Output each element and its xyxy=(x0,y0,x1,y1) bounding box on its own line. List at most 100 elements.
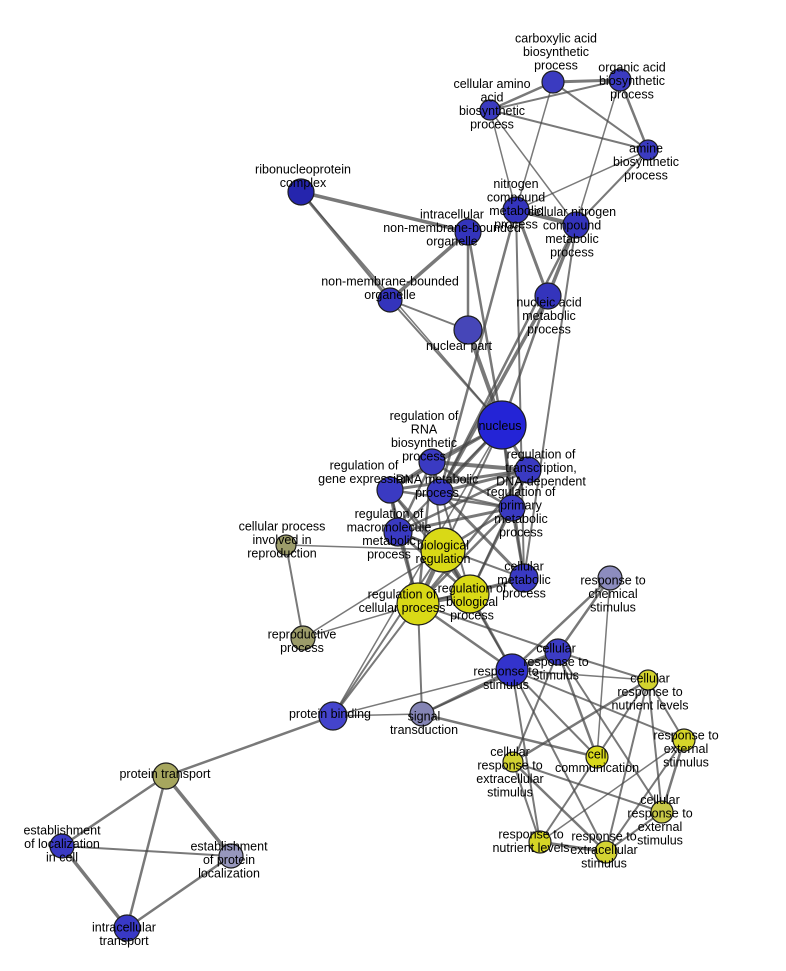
graph-node-respNutrient[interactable] xyxy=(528,830,552,854)
graph-edge-respExtracell-cellRespExtracell xyxy=(511,760,608,854)
graph-node-cellRespExt[interactable] xyxy=(650,800,674,824)
graph-edge-proteinBinding-regCellProc xyxy=(332,603,419,717)
graph-edge-proteinBinding-respStim xyxy=(332,669,513,717)
graph-edge-regCellProc-cellRespStim xyxy=(417,603,559,653)
graph-node-ribo[interactable] xyxy=(287,178,315,206)
graph-edge-signal-cellcomm xyxy=(420,712,599,759)
graph-edge-nitrogen-nucleic xyxy=(514,208,550,298)
graph-edge-aminoacid-cellnitrogen xyxy=(489,109,577,226)
graph-node-regCellProc[interactable] xyxy=(396,582,440,626)
graph-edge-cellRespNutrient-respExtracell xyxy=(605,679,649,853)
graph-node-estLocCell[interactable] xyxy=(49,833,75,859)
graph-edge-cellRespStim-cellRespExtracell xyxy=(512,651,559,763)
graph-edge-respExt-cellRespExt xyxy=(660,738,686,814)
graph-node-proteinTransport[interactable] xyxy=(152,762,180,790)
graph-edge-respStim-cellRespNutrient xyxy=(511,669,649,681)
graph-edge-proteinTransport-estLocCell xyxy=(60,774,168,848)
graph-edge-intraorg-nmborg xyxy=(388,230,470,302)
graph-edge-reproCell-bioreg xyxy=(285,544,444,551)
graph-node-respStim[interactable] xyxy=(495,653,529,687)
graph-edge-respStim-respNutrient xyxy=(511,669,541,843)
graph-edge-respChem-cellcomm xyxy=(596,577,611,758)
graph-edge-aminoacid-amine xyxy=(489,109,649,151)
graph-edge-cellRespExtracell-cellRespExt xyxy=(512,761,663,813)
graph-edge-respExt-respNutrient xyxy=(539,739,685,843)
graph-node-regGene[interactable] xyxy=(376,476,404,504)
graph-edge-organic-amine xyxy=(618,78,650,152)
graph-node-regPrimary[interactable] xyxy=(498,494,526,522)
graph-edge-carbox-nitrogen xyxy=(515,81,554,211)
graph-node-respChem[interactable] xyxy=(597,565,623,591)
edge-layer xyxy=(60,78,686,930)
graph-node-amine[interactable] xyxy=(637,139,659,161)
graph-edge-proteinBinding-nucleus xyxy=(332,424,503,717)
graph-edge-cellRespStim-respChem xyxy=(556,576,612,654)
graph-node-proteinBinding[interactable] xyxy=(318,701,348,731)
graph-edge-estLocCell-intraTransport xyxy=(60,844,129,930)
graph-edge-proteinBinding-bioreg xyxy=(332,549,444,717)
graph-edge-regTrans-regCellProc xyxy=(416,468,530,606)
graph-node-organic[interactable] xyxy=(608,68,632,92)
graph-node-nitrogen[interactable] xyxy=(502,196,530,224)
graph-node-estProtLoc[interactable] xyxy=(218,843,244,869)
graph-node-carbox[interactable] xyxy=(541,70,565,94)
graph-edge-organic-aminoacid xyxy=(489,79,621,111)
graph-edge-cellRespStim-cellcomm xyxy=(556,650,599,759)
graph-edge-respStim-respChem xyxy=(510,576,612,672)
graph-node-aminoacid[interactable] xyxy=(479,99,501,121)
graph-edge-nitrogen-rnametab xyxy=(438,208,518,494)
graph-edge-cellnitrogen-cellmetab xyxy=(523,224,577,579)
graph-edge-cellRespExtracell-respNutrient xyxy=(512,761,541,843)
graph-edge-regRNA-regTrans xyxy=(430,460,530,472)
graph-node-respExtracell[interactable] xyxy=(594,840,618,864)
graph-node-regTrans[interactable] xyxy=(514,456,542,484)
graph-node-regRNA[interactable] xyxy=(418,448,446,476)
graph-node-respExt[interactable] xyxy=(672,728,696,752)
graph-edge-reproCell-reproProc xyxy=(285,544,304,639)
graph-node-reproCell[interactable] xyxy=(275,534,297,556)
graph-edge-proteinTransport-estProtLoc xyxy=(164,774,233,858)
graph-node-intraTransport[interactable] xyxy=(113,914,141,942)
graph-node-cellnitrogen[interactable] xyxy=(562,211,590,239)
graph-edge-regPrimary-regMacro xyxy=(396,506,514,534)
graph-node-cellRespExtracell[interactable] xyxy=(502,751,524,773)
graph-edge-amine-nitrogen xyxy=(515,149,649,211)
graph-node-cellRespStim[interactable] xyxy=(544,638,572,666)
graph-edge-cellRespNutrient-respExt xyxy=(647,679,685,741)
graph-node-rnametab[interactable] xyxy=(426,478,454,506)
graph-node-nucleic[interactable] xyxy=(534,282,562,310)
graph-edge-proteinBinding-proteinTransport xyxy=(164,714,335,778)
graph-edge-organic-cellnitrogen xyxy=(575,79,621,226)
graph-node-cellmetab[interactable] xyxy=(509,563,539,593)
graph-node-intraorg[interactable] xyxy=(454,218,482,246)
graph-edge-ribo-intraorg xyxy=(299,190,470,234)
graph-node-nmborg[interactable] xyxy=(377,287,403,313)
graph-node-signal[interactable] xyxy=(409,701,435,727)
graph-node-bioreg[interactable] xyxy=(420,527,466,573)
graph-node-cellRespNutrient[interactable] xyxy=(637,669,659,691)
graph-edge-respExt-respExtracell xyxy=(605,739,685,853)
graph-edge-reproProc-bioreg xyxy=(302,549,444,639)
graph-edge-cellRespStim-cellRespExt xyxy=(557,651,663,813)
graph-node-nuclearpart[interactable] xyxy=(453,315,483,345)
graph-node-cellcomm[interactable] xyxy=(585,745,609,769)
graph-edge-respStim-cellcomm xyxy=(511,669,598,758)
graph-edge-nucleus-regMacro xyxy=(397,424,503,533)
graph-edge-carbox-amine xyxy=(552,81,649,151)
graph-edge-regTrans-regGene xyxy=(388,468,530,492)
graph-node-regMacro[interactable] xyxy=(383,517,413,547)
graph-node-regBioProc[interactable] xyxy=(450,574,490,614)
graph-edge-estLocCell-estProtLoc xyxy=(61,845,232,857)
graph-edge-regTrans-rnametab xyxy=(438,468,530,494)
graph-edge-aminoacid-nitrogen xyxy=(489,109,517,211)
graph-edge-cellRespNutrient-cellRespExt xyxy=(647,679,663,813)
graph-edge-proteinBinding-signal xyxy=(332,713,423,717)
graph-edge-estProtLoc-intraTransport xyxy=(125,854,233,930)
graph-node-nucleus[interactable] xyxy=(477,400,527,450)
graph-edge-cellRespStim-signal xyxy=(421,651,559,715)
graph-node-reproProc[interactable] xyxy=(290,625,316,651)
